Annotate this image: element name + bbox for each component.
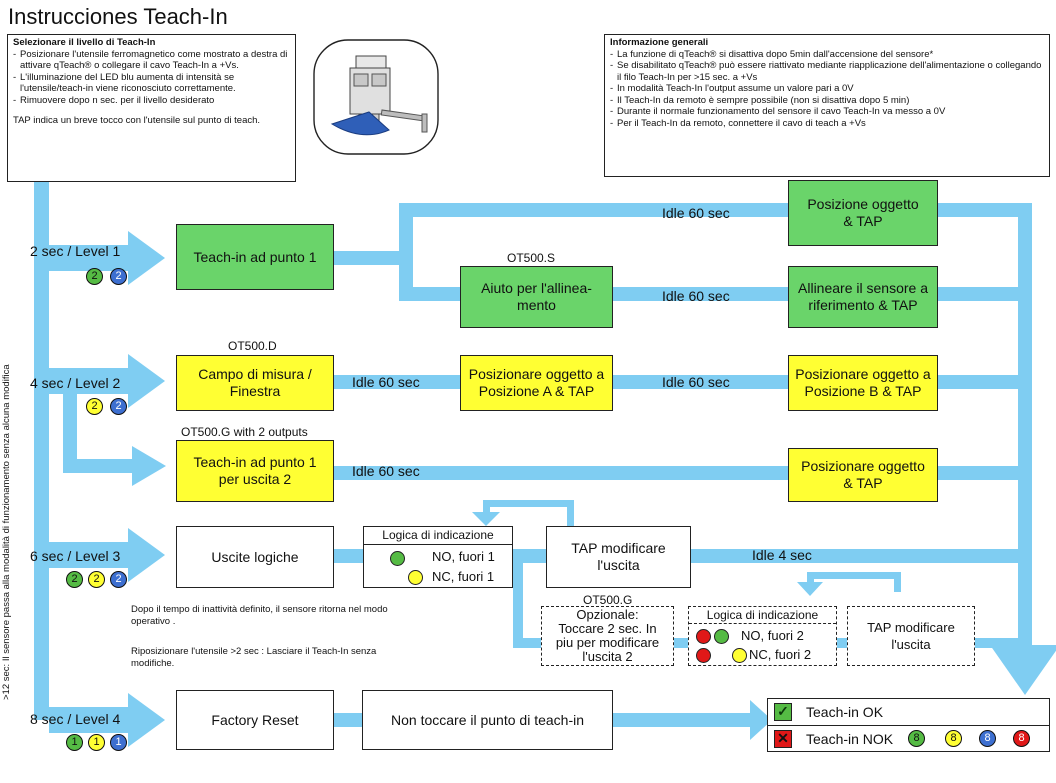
note-item: In modalità Teach-In l'output assume un … bbox=[610, 83, 1044, 95]
led-blue-icon: 2 bbox=[110, 268, 127, 285]
check-icon: ✓ bbox=[774, 703, 792, 721]
note-item: Il Teach-In da remoto è sempre possibile… bbox=[610, 95, 1044, 107]
result-nok-row: ✕ Teach-in NOK 8 8 8 8 bbox=[768, 725, 1049, 752]
position-object-tap-box: Posizione oggetto & TAP bbox=[788, 180, 938, 246]
sensor-illustration bbox=[313, 39, 439, 155]
led-red-icon bbox=[696, 648, 711, 663]
level-3-label: 6 sec / Level 3 bbox=[30, 548, 121, 564]
indication-logic-panel-1: Logica di indicazione NO, fuori 1 NC, fu… bbox=[363, 526, 513, 588]
led-yellow-icon bbox=[732, 648, 747, 663]
do-not-touch-box: Non toccare il punto di teach-in bbox=[362, 690, 613, 750]
idle-label: Idle 60 sec bbox=[352, 374, 420, 390]
tap-definition: TAP indica un breve tocco con l'utensile… bbox=[13, 115, 261, 126]
position-object-tap-box-2: Posizionare oggetto & TAP bbox=[788, 448, 938, 502]
model-label-ot500-g: OT500.G bbox=[583, 593, 633, 607]
led-blue-icon: 8 bbox=[979, 730, 996, 747]
idle-label: Idle 60 sec bbox=[662, 374, 730, 390]
page-title: Instrucciones Teach-In bbox=[8, 4, 228, 29]
level-4-label: 8 sec / Level 4 bbox=[30, 711, 121, 727]
align-sensor-tap-box: Allineare il sensore a riferimento & TAP bbox=[788, 266, 938, 328]
led-blue-icon: 2 bbox=[110, 571, 127, 588]
timeout-vertical-note: >12 sec: Il sensore passa alla modalità … bbox=[1, 364, 12, 700]
result-panel: ✓ Teach-in OK ✕ Teach-in NOK 8 8 8 8 bbox=[767, 698, 1050, 752]
led-green-icon bbox=[390, 551, 405, 566]
led-red-icon bbox=[696, 629, 711, 644]
indication-logic-title: Logica di indicazione bbox=[689, 607, 836, 624]
led-blue-icon: 1 bbox=[110, 734, 127, 751]
note-item: L'illuminazione del LED blu aumenta di i… bbox=[13, 72, 290, 95]
teach-in-point-1-box: Teach-in ad punto 1 bbox=[176, 224, 334, 290]
led-green-icon: 1 bbox=[66, 734, 83, 751]
led-blue-icon: 2 bbox=[110, 398, 127, 415]
after-idle-note: Dopo il tempo di inattività definito, il… bbox=[131, 604, 388, 627]
alignment-aid-box: Aiuto per l'allinea- mento bbox=[460, 266, 613, 328]
led-green-icon: 2 bbox=[86, 268, 103, 285]
level-2-label: 4 sec / Level 2 bbox=[30, 375, 121, 391]
reposition-note: Riposizionare l'utensile >2 sec : Lascia… bbox=[131, 646, 377, 669]
teach-in-nok-label: Teach-in NOK bbox=[806, 731, 894, 747]
cross-icon: ✕ bbox=[774, 730, 792, 748]
no-output-1-label: NO, fuori 1 bbox=[432, 549, 495, 564]
led-green-icon bbox=[714, 629, 729, 644]
level-selection-heading: Selezionare il livello di Teach-In bbox=[13, 37, 156, 48]
result-ok-row: ✓ Teach-in OK bbox=[768, 699, 1049, 726]
note-item: La funzione di qTeach® si disattiva dopo… bbox=[610, 49, 1044, 61]
tap-change-output-box: TAP modificare l'uscita bbox=[546, 526, 691, 588]
model-label-ot500-g-2-outputs: OT500.G with 2 outputs bbox=[181, 425, 308, 439]
idle-label: Idle 60 sec bbox=[352, 463, 420, 479]
general-info-note: Informazione generali La funzione di qTe… bbox=[604, 34, 1050, 177]
led-green-icon: 8 bbox=[908, 730, 925, 747]
indication-logic-panel-2: Logica di indicazione NO, fuori 2 NC, fu… bbox=[688, 606, 837, 666]
model-label-ot500-s: OT500.S bbox=[507, 251, 556, 265]
led-yellow-icon bbox=[408, 570, 423, 585]
position-b-tap-box: Posizionare oggetto a Posizione B & TAP bbox=[788, 355, 938, 411]
idle-label: Idle 60 sec bbox=[662, 205, 730, 221]
led-yellow-icon: 8 bbox=[945, 730, 962, 747]
position-a-tap-box: Posizionare oggetto a Posizione A & TAP bbox=[460, 355, 613, 411]
indication-logic-title: Logica di indicazione bbox=[364, 527, 512, 545]
teach-in-output-2-box: Teach-in ad punto 1 per uscita 2 bbox=[176, 440, 334, 502]
led-yellow-icon: 1 bbox=[88, 734, 105, 751]
note-item: Se disabilitato qTeach® può essere riatt… bbox=[610, 60, 1044, 83]
nc-output-2-label: NC, fuori 2 bbox=[749, 647, 812, 662]
model-label-ot500-d: OT500.D bbox=[228, 339, 277, 353]
factory-reset-box: Factory Reset bbox=[176, 690, 334, 750]
general-info-heading: Informazione generali bbox=[610, 37, 709, 48]
note-item: Durante il normale funzionamento del sen… bbox=[610, 106, 1044, 118]
led-yellow-icon: 2 bbox=[86, 398, 103, 415]
logic-outputs-box: Uscite logiche bbox=[176, 526, 334, 588]
led-red-icon: 8 bbox=[1013, 730, 1030, 747]
nc-output-1-label: NC, fuori 1 bbox=[432, 569, 495, 584]
optional-output-2-box: Opzionale: Toccare 2 sec. In piu per mod… bbox=[541, 606, 674, 666]
tap-change-output-2-box: TAP modificare l'uscita bbox=[847, 606, 975, 666]
note-item: Per il Teach-In da remoto, connettere il… bbox=[610, 118, 1044, 130]
led-green-icon: 2 bbox=[66, 571, 83, 588]
note-item: Rimuovere dopo n sec. per il livello des… bbox=[13, 95, 290, 107]
level-selection-note: Selezionare il livello di Teach-In Posiz… bbox=[7, 34, 296, 182]
idle-label: Idle 4 sec bbox=[752, 547, 812, 563]
level-1-label: 2 sec / Level 1 bbox=[30, 243, 121, 259]
led-yellow-icon: 2 bbox=[88, 571, 105, 588]
measuring-range-box: Campo di misura / Finestra bbox=[176, 355, 334, 411]
idle-label: Idle 60 sec bbox=[662, 288, 730, 304]
teach-in-ok-label: Teach-in OK bbox=[806, 704, 884, 720]
note-item: Posizionare l'utensile ferromagnetico co… bbox=[13, 49, 290, 72]
no-output-2-label: NO, fuori 2 bbox=[741, 628, 804, 643]
